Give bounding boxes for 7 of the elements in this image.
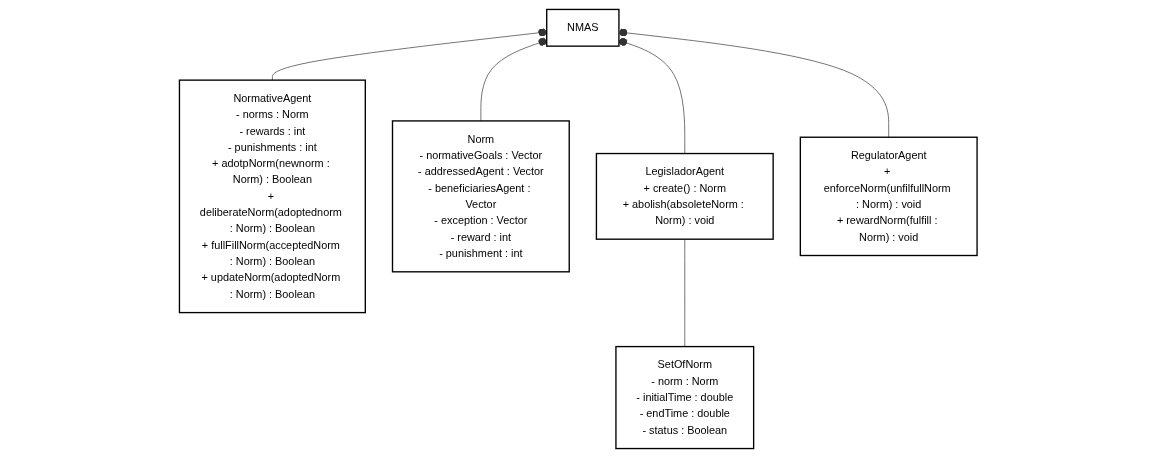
connector (684, 238, 685, 347)
node-box: RegulatorAgent + enforceNorm(unfilfullNorm : Norm) : void + rewardNorm(fulfill : Norm) : void (799, 136, 978, 256)
node-box: NMAS (545, 8, 620, 47)
node-box: NormativeAgent - norms : Norm - rewards : int - punishments : int + adotpNorm(newnorm : Norm) : Boolean + deliberateNorm(adoptednorm : Norm) : Boolean + fullFillNorm(acceptedNorm : Norm) : Boolean + updateNorm(adoptedNorm : Norm) : Boolean (178, 78, 366, 313)
node-box: LegisladorAgent + create() : Norm + abolish(absoleteNorm : Norm) : void (595, 152, 774, 240)
node-box: Norm - normativeGoals : Vector - addressedAgent : Vector - beneficiariesAgent : Vector - exception : Vector - reward : int - punishment : int (391, 119, 570, 272)
node-box: SetOfNorm - norm : Norm - initialTime : double - endTime : double - status : Boolean (615, 345, 755, 449)
